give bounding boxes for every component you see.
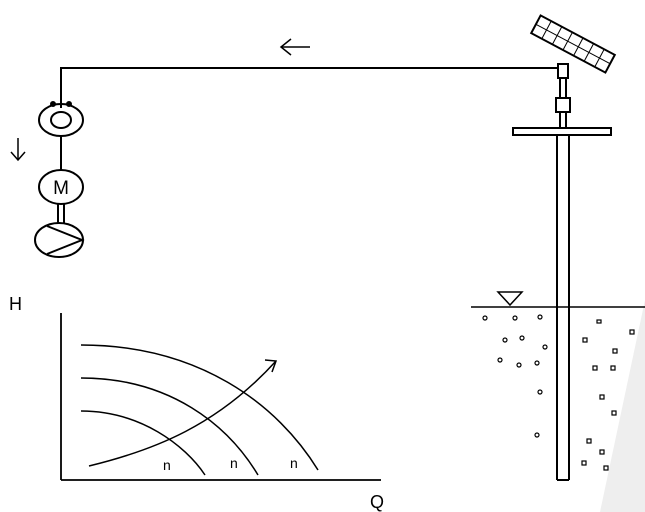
watermark-shape — [600, 300, 645, 512]
water-level — [471, 291, 645, 308]
pump-curves — [80, 344, 319, 476]
rotation-arrow-icon — [10, 138, 26, 162]
groundwater-particles — [482, 314, 635, 471]
pump-icon — [34, 222, 85, 258]
q-axis-label: Q — [370, 492, 384, 512]
h-axis-label: H — [9, 294, 22, 314]
controller-unit — [38, 101, 84, 170]
curve-label-3: n — [290, 455, 298, 471]
motor-shaft — [57, 204, 65, 224]
control-cable — [60, 67, 557, 108]
motor: M — [38, 169, 84, 205]
hq-chart-axes — [60, 313, 381, 481]
pump-curve-2 — [80, 377, 259, 476]
well-mast — [512, 63, 612, 136]
flow-arrow-icon — [279, 38, 310, 56]
pump-curve-3 — [80, 344, 319, 471]
pump-curve-1 — [80, 410, 206, 476]
curve-label-1: n — [163, 457, 171, 473]
motor-label: M — [53, 178, 69, 199]
curve-arrow-icon — [264, 359, 278, 373]
system-curve — [88, 360, 277, 467]
solar-panel-icon — [529, 14, 617, 74]
curve-label-2: n — [230, 455, 238, 471]
